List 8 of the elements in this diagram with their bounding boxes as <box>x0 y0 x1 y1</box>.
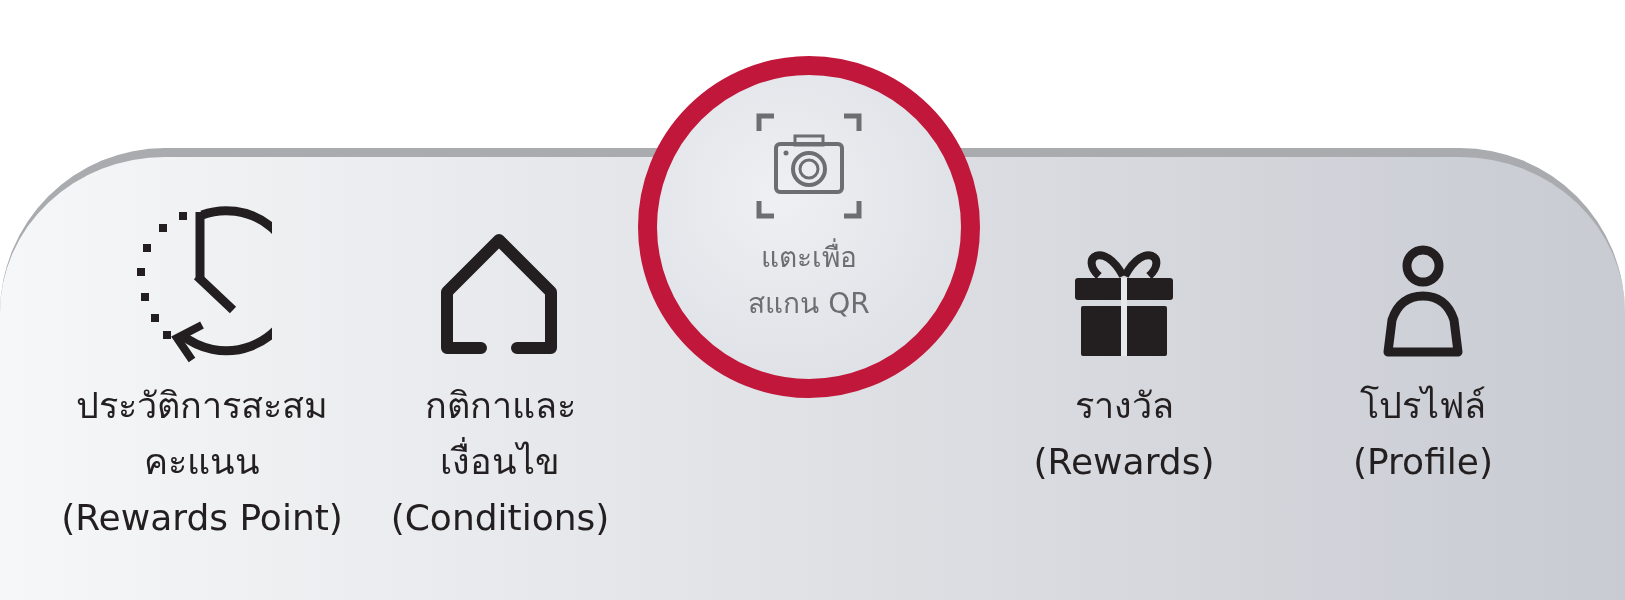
menu-label: โปรไฟล์ <box>1359 384 1487 428</box>
menu-label-english: (Rewards) <box>1032 440 1216 484</box>
scan-label: แตะเพื่อสแกน QR <box>733 235 885 327</box>
menu-label: กติกาและเงื่อนไข <box>423 384 577 484</box>
menu-label-english: (Profile) <box>1352 440 1494 484</box>
menu-label: ประวัติการสะสมคะแนน <box>75 384 329 484</box>
menu-label: รางวัล <box>1073 384 1175 428</box>
menu-label-english: (Rewards Point) <box>60 496 344 540</box>
